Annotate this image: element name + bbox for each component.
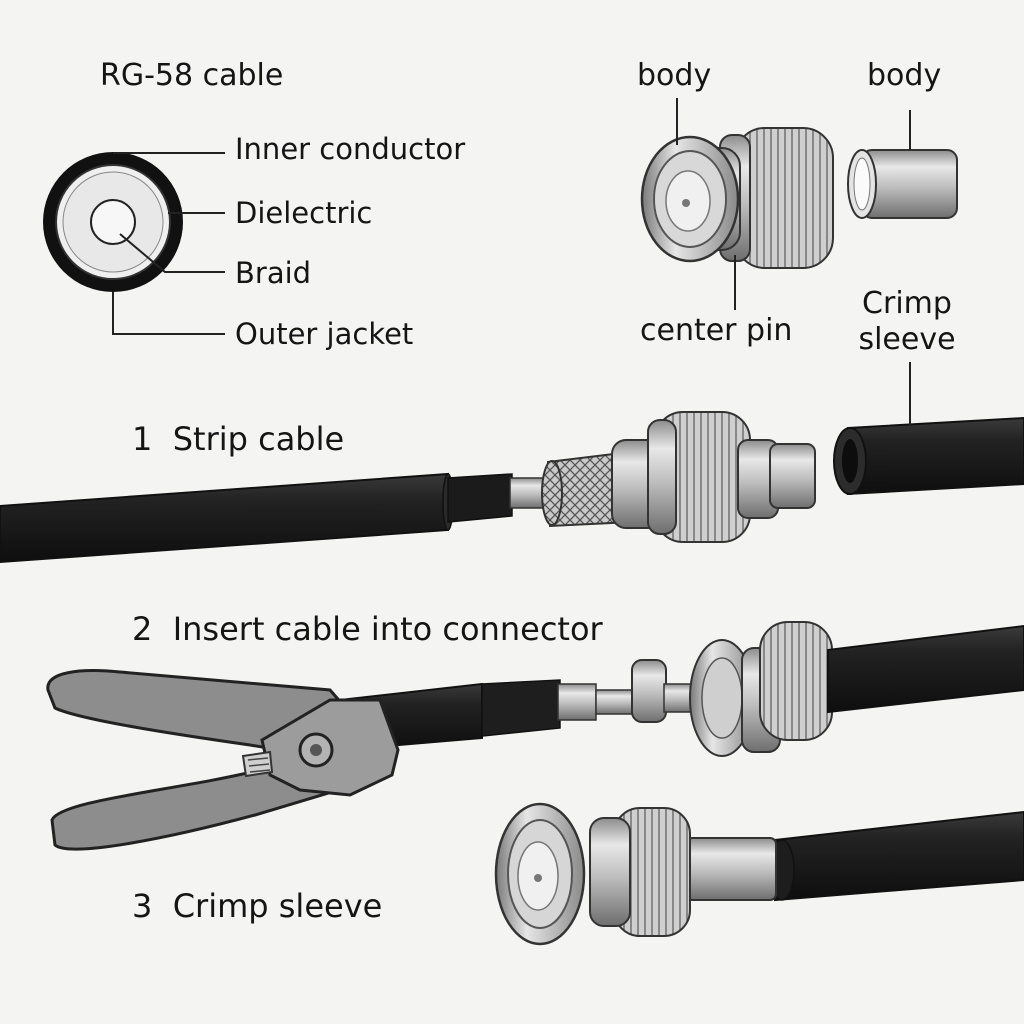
- center-pin-dot: [682, 199, 690, 207]
- label-body-right: body: [867, 58, 942, 93]
- step2-number: 2: [132, 610, 153, 648]
- label-outer-jacket: Outer jacket: [235, 317, 414, 351]
- label-crimp-sleeve-line1: Crimp: [862, 286, 952, 321]
- leader-outer-jacket: [112, 292, 225, 335]
- label-crimp-sleeve: Crimp sleeve: [852, 286, 962, 358]
- label-dielectric: Dielectric: [235, 196, 373, 230]
- step2-caption: 2 Insert cable into connector: [132, 610, 603, 648]
- label-center-pin: center pin: [640, 313, 793, 348]
- leader-braid: [119, 233, 225, 273]
- label-body-left: body: [637, 58, 712, 93]
- center-pin-dot-step3: [534, 874, 542, 882]
- label-inner-conductor: Inner conductor: [235, 132, 466, 166]
- cross-section-title: RG-58 cable: [100, 58, 284, 93]
- step3-number: 3: [132, 887, 153, 925]
- step3-label: Crimp sleeve: [172, 887, 383, 925]
- label-crimp-sleeve-line2: sleeve: [858, 322, 956, 357]
- step1-illustration: [0, 362, 1024, 564]
- step1-number: 1: [132, 420, 153, 458]
- step2-label: Insert cable into connector: [172, 610, 603, 648]
- inner-conductor-circle: [90, 199, 136, 245]
- step3-illustration: [494, 802, 1024, 946]
- step1-label: Strip cable: [172, 420, 345, 458]
- label-braid: Braid: [235, 256, 312, 290]
- cable-cross-section: [43, 152, 225, 335]
- crimping-tool: [46, 669, 400, 851]
- step1-caption: 1 Strip cable: [132, 420, 344, 458]
- crimp-sleeve-part: [847, 110, 958, 219]
- bnc-connector-top: [640, 98, 834, 310]
- step3-caption: 3 Crimp sleeve: [132, 887, 382, 925]
